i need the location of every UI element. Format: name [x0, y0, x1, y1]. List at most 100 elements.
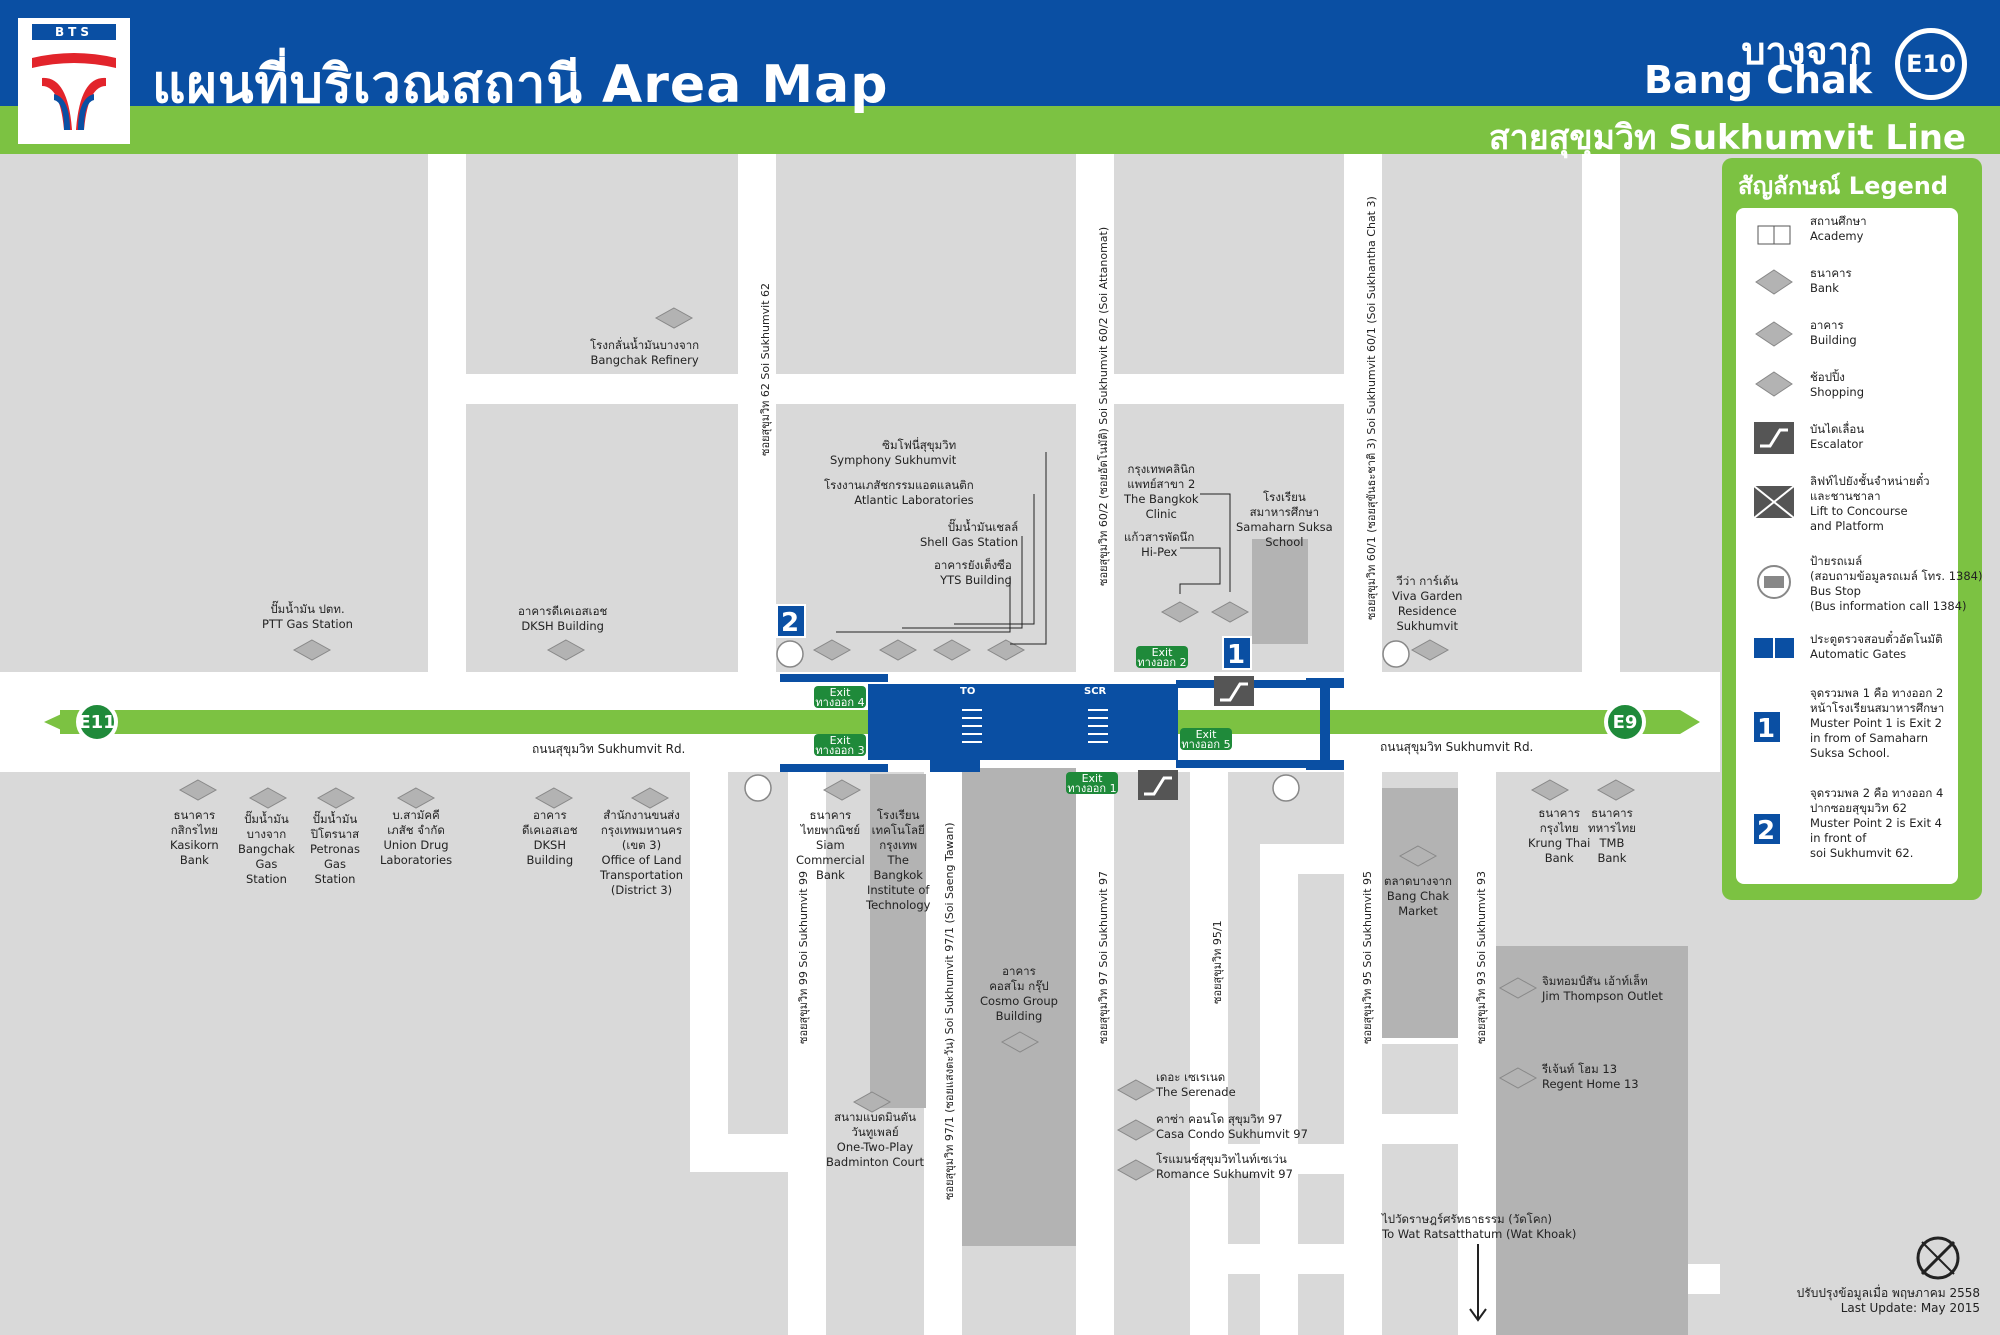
station-bar-1	[780, 674, 888, 682]
label-atlantic: โรงงานเภสัชกรรมแอตแลนติก Atlantic Labora…	[824, 478, 974, 507]
place-markers	[178, 307, 1636, 1181]
label-cosmo: อาคาร คอสโม กรุ๊ป Cosmo Group Building	[980, 964, 1058, 1023]
muster-1-icon: 1	[1752, 710, 1782, 744]
label-refinery: โรงกลั่นน้ำมันบางจาก Bangchak Refinery	[590, 338, 700, 367]
station-e9-badge: E9	[1604, 701, 1646, 743]
wat-arrowhead	[1469, 1308, 1487, 1322]
mark-to: TO	[960, 686, 976, 697]
station-e11-badge: E11	[76, 701, 118, 743]
leader-atlantic	[954, 494, 1035, 625]
building-icon-petronas	[316, 787, 356, 809]
label-siam-bank: ธนาคาร ไทยพาณิชย์ Siam Commercial Bank	[796, 808, 865, 882]
label-samaharn: โรงเรียน สมาหารศึกษา Samaharn Suksa Scho…	[1236, 490, 1333, 549]
block-samaharn	[1252, 539, 1308, 644]
leader-hipex	[1179, 547, 1221, 594]
road-south-loop	[690, 772, 728, 1172]
station-name-thai: บางจาก	[1741, 29, 1872, 73]
escalator-icon-north	[1214, 676, 1254, 706]
compass-icon	[1916, 1236, 1960, 1280]
building-icon-dksh-n	[546, 639, 586, 661]
road-north-horizontal-2	[1114, 374, 1344, 404]
legend-item-escalator: บันไดเลื่อน Escalator	[1810, 422, 1865, 451]
station-bar-5	[1176, 760, 1306, 768]
exit-5-tag[interactable]: Exit ทางออก 5	[1180, 728, 1232, 751]
station-bar-8	[1320, 678, 1330, 770]
label-yts: อาคารยังเต็งซือ YTS Building	[934, 558, 1012, 587]
building-icon-refinery	[654, 307, 694, 329]
bts-logo-icon	[32, 53, 116, 130]
escalator-icon-south	[1138, 770, 1178, 800]
building-icon-cosmo	[1000, 1031, 1040, 1053]
label-dksh-north: อาคารดีเคเอสเอช DKSH Building	[518, 604, 608, 633]
platform-stripes	[962, 709, 1108, 743]
road-south-h1	[1260, 844, 1390, 874]
block-cosmo	[962, 768, 1076, 1246]
legend-item-lift: ลิฟท์ไปยังชั้นจำหน่ายตั๋ว และชานชาลา Lif…	[1810, 474, 1930, 533]
building-icon-badminton	[852, 1091, 892, 1113]
last-update-thai: ปรับปรุงข้อมูลเมื่อ พฤษภาคม 2558	[1796, 1286, 1980, 1300]
building-icon-clinic	[1210, 601, 1250, 623]
legend-item-shopping: ช้อปปิ้ง Shopping	[1810, 370, 1865, 399]
legend-item-muster-1: จุดรวมพล 1 คือ ทางออก 2 หน้าโรงเรียนสมาห…	[1810, 686, 1945, 760]
bus-stop-icon-3	[744, 774, 772, 802]
track-arrow-right	[1680, 710, 1700, 734]
station-bar-3	[930, 760, 980, 772]
bank-icon-siam	[822, 779, 862, 801]
label-serenade: เดอะ เซเรเนด The Serenade	[1156, 1070, 1236, 1099]
station-name-english: Bang Chak	[1644, 58, 1872, 102]
block-market	[1382, 788, 1458, 1038]
building-icon-hipex	[1160, 601, 1200, 623]
bus-stop-icon	[1757, 565, 1791, 599]
label-jim: จิมทอมป์สัน เอ้าท์เล็ท Jim Thompson Outl…	[1542, 974, 1663, 1003]
escalator-icon	[1754, 422, 1794, 454]
label-market: ตลาดบางจาก Bang Chak Market	[1384, 874, 1452, 918]
lift-icon	[1753, 485, 1795, 519]
label-shell: ปั๊มน้ำมันเชลล์ Shell Gas Station	[920, 520, 1019, 549]
road-soi-62	[738, 154, 776, 672]
building-icon-ptt	[292, 639, 332, 661]
road-soi-95-1	[1190, 772, 1228, 1335]
leader-clinic	[1200, 493, 1231, 592]
building-icon-serenade	[1116, 1079, 1156, 1101]
exit-4-tag[interactable]: Exit ทางออก 4	[814, 686, 866, 709]
station-bar-2	[780, 764, 888, 772]
legend-title: สัญลักษณ์ Legend	[1738, 172, 1949, 200]
building-icon-land	[630, 787, 670, 809]
building-icon-bangchak-gas	[248, 787, 288, 809]
legend-list	[1736, 208, 1958, 884]
label-kasikorn: ธนาคาร กสิกรไทย Kasikorn Bank	[170, 808, 219, 867]
last-update: ปรับปรุงข้อมูลเมื่อ พฤษภาคม 2558 Last Up…	[1797, 1286, 1980, 1316]
exit-3-tag[interactable]: Exit ทางออก 3	[814, 734, 866, 757]
exit-1-tag[interactable]: Exit ทางออก 1	[1066, 772, 1118, 795]
road-soi-99	[788, 772, 826, 1335]
station-platform	[868, 684, 1178, 760]
area-map	[0, 154, 1720, 1335]
road-south-h2	[1228, 1144, 1344, 1174]
building-icon-viva	[1410, 639, 1450, 661]
exit-2-tag[interactable]: Exit ทางออก 2	[1136, 646, 1188, 669]
legend-item-building: อาคาร Building	[1810, 318, 1857, 347]
muster-point-2-marker: 2	[776, 604, 806, 638]
header-bar	[0, 0, 2000, 106]
road-soi-60-2	[1076, 154, 1114, 672]
building-icon	[1755, 321, 1793, 347]
legend-item-bank: ธนาคาร Bank	[1810, 266, 1852, 295]
line-name: สายสุขุมวิท Sukhumvit Line	[1488, 118, 1966, 158]
road-label-sukhumvit-west: ถนนสุขุมวิท Sukhumvit Rd.	[532, 742, 686, 756]
road-soi-97-1	[924, 772, 962, 1335]
label-badminton: สนามแบดมินตัน วันทูเพลย์ One-Two-Play Ba…	[826, 1110, 925, 1169]
shopping-icon-jim	[1498, 977, 1538, 999]
gate-icon	[1754, 638, 1794, 658]
muster-point-1-marker: 1	[1222, 636, 1252, 670]
line-bar	[0, 106, 2000, 154]
label-petronas: ปั๊มน้ำมัน ปิโตรนาส Petronas Gas Station	[310, 812, 360, 886]
label-ptt: ปั๊มน้ำมัน ปตท. PTT Gas Station	[262, 602, 353, 631]
label-casa: คาซ่า คอนโด สุขุมวิท 97 Casa Condo Sukhu…	[1156, 1112, 1308, 1141]
label-bangchak-gas: ปั๊มน้ำมัน บางจาก Bangchak Gas Station	[238, 812, 295, 886]
bus-stop-icon-2	[1382, 640, 1410, 668]
shopping-icon	[1755, 371, 1793, 397]
road-soi-93	[1458, 772, 1496, 1335]
bank-icon-kasikorn	[178, 779, 218, 801]
leader-shell	[902, 536, 1023, 629]
label-romance: โรแมนซ์สุขุมวิทไนท์เซเว่น Romance Sukhum…	[1156, 1152, 1293, 1181]
